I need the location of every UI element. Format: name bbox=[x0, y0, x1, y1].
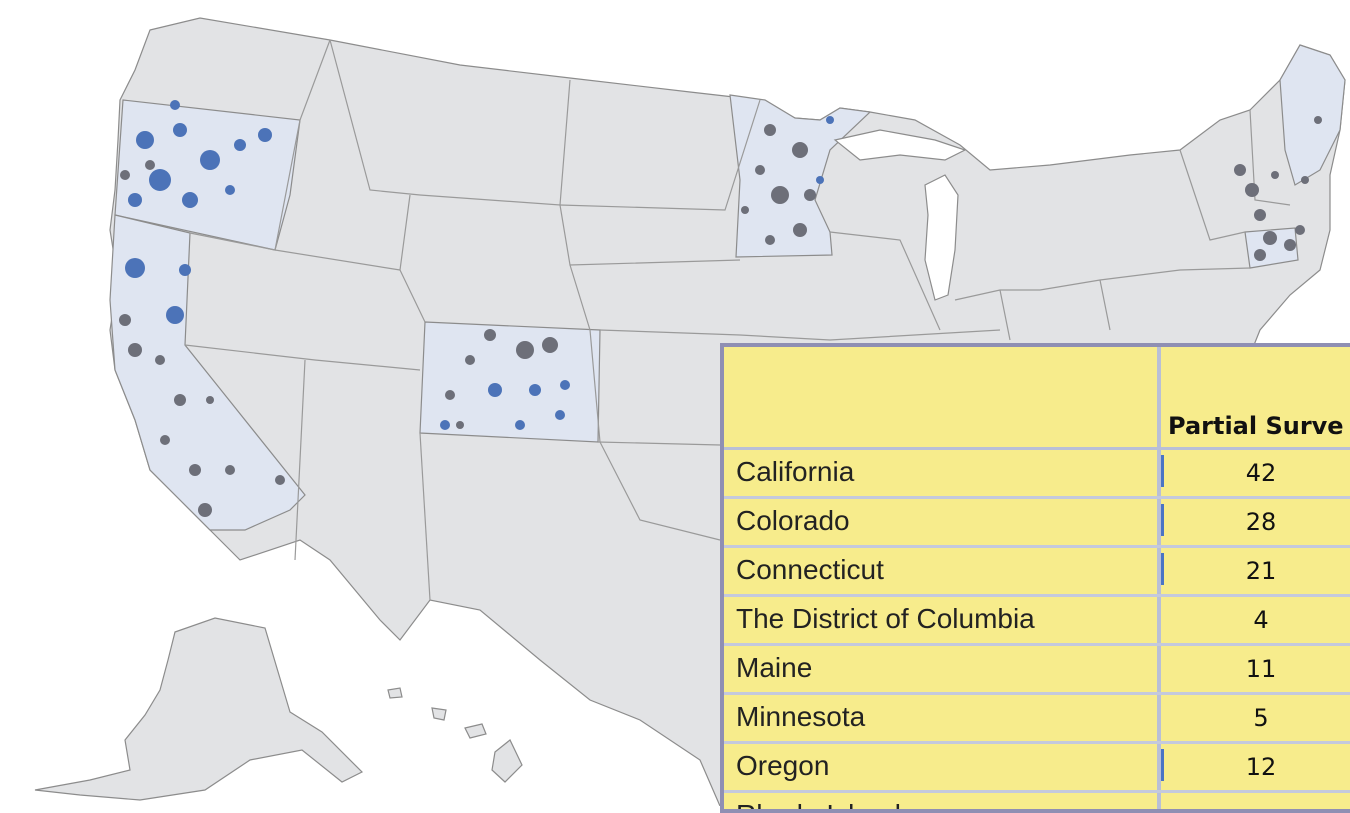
data-bar bbox=[1161, 749, 1164, 781]
table-row: Maine 11 bbox=[724, 643, 1350, 695]
state-name-cell: Rhode Island bbox=[736, 799, 901, 809]
hawaii bbox=[387, 687, 523, 783]
table-row: Minnesota 5 bbox=[724, 692, 1350, 744]
lake-michigan bbox=[924, 174, 959, 301]
table-row: The District of Columbia 4 bbox=[724, 594, 1350, 646]
state-minnesota bbox=[729, 94, 872, 258]
state-name-cell: California bbox=[736, 456, 855, 487]
state-name-cell: Minnesota bbox=[736, 701, 866, 732]
partial-survey-count-cell: 5 bbox=[1253, 704, 1269, 732]
partial-survey-count-cell: 11 bbox=[1245, 655, 1277, 683]
state-name-cell: The District of Columbia bbox=[736, 603, 1035, 634]
data-bar bbox=[1161, 553, 1164, 585]
data-bar bbox=[1161, 504, 1164, 536]
districts-california bbox=[119, 258, 285, 517]
lake-superior bbox=[833, 129, 967, 161]
column-divider bbox=[1157, 347, 1161, 809]
partial-survey-count-cell: 28 bbox=[1245, 508, 1277, 536]
state-maine bbox=[1279, 44, 1346, 186]
districts-maine-connecticut bbox=[1234, 116, 1322, 261]
partial-survey-count-cell: 4 bbox=[1253, 606, 1269, 634]
partial-survey-count-cell: 42 bbox=[1245, 459, 1277, 487]
partial-survey-count-cell: 12 bbox=[1245, 753, 1277, 781]
data-bar bbox=[1161, 455, 1164, 487]
partial-survey-column-header: Partial Surve bbox=[1168, 412, 1344, 440]
table-row: California 42 bbox=[724, 447, 1350, 499]
districts-colorado bbox=[440, 329, 570, 430]
state-oregon bbox=[114, 99, 301, 251]
school-district-markers bbox=[119, 100, 1322, 517]
table-row: Colorado 28 bbox=[724, 496, 1350, 548]
partial-survey-count-cell: 21 bbox=[1245, 557, 1277, 585]
alaska bbox=[34, 617, 364, 801]
districts-minnesota bbox=[741, 116, 834, 245]
state-name-cell: Maine bbox=[736, 652, 813, 683]
state-name-cell: Connecticut bbox=[736, 554, 884, 585]
state-name-cell: Colorado bbox=[736, 505, 850, 536]
table-row: Oregon 12 bbox=[724, 741, 1350, 793]
table-row: Connecticut 21 bbox=[724, 545, 1350, 597]
table-header: Partial Surve bbox=[724, 347, 1350, 450]
table-row: Rhode Island bbox=[724, 790, 1350, 809]
state-name-cell: Oregon bbox=[736, 750, 830, 781]
districts-oregon bbox=[120, 100, 272, 208]
